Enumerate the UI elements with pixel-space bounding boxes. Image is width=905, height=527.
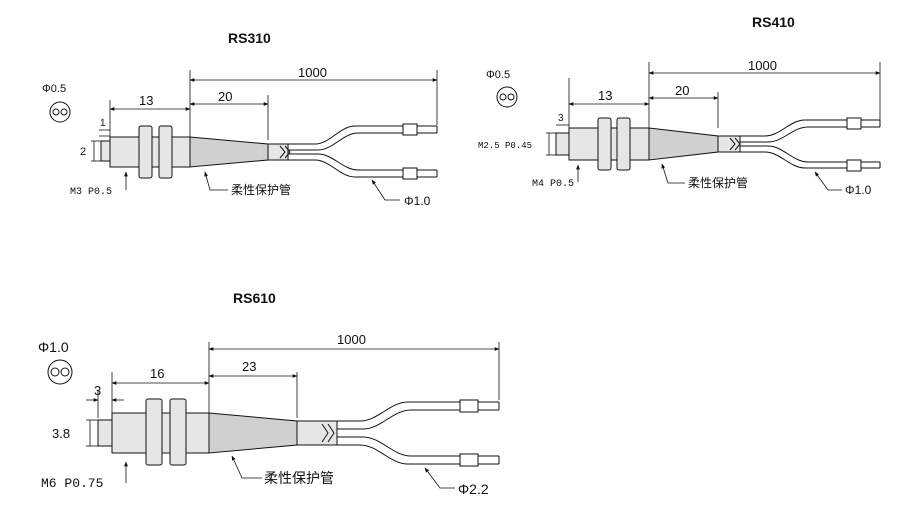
- model-title-rs410: RS410: [752, 14, 795, 30]
- fiber-end-icon: [47, 359, 73, 385]
- fiber-dia-label: Φ1.0: [845, 183, 872, 197]
- fiber-upper: [337, 401, 499, 422]
- cable-joint: [296, 420, 338, 446]
- dim-body: 13: [598, 88, 612, 103]
- fiber-end-icon: [49, 101, 71, 123]
- fiber-dia-label: Φ1.0: [404, 194, 431, 208]
- protective-hose: [648, 127, 719, 161]
- hose-label: 柔性保护管: [231, 182, 291, 197]
- thread-label: M3 P0.5: [70, 187, 112, 198]
- nut-left: [145, 398, 163, 466]
- dim-tip-len: 1: [100, 118, 106, 129]
- dim-taper: 23: [242, 359, 256, 374]
- dim-tip-dia: M2.5 P0.45: [478, 141, 532, 151]
- fiber-lower: [288, 153, 437, 171]
- cable-joint: [717, 135, 741, 153]
- dim-tip-dia: 3.8: [52, 426, 70, 441]
- sensor-tip: [555, 132, 570, 156]
- fiber-lower: [337, 436, 499, 457]
- sensor-tip: [100, 140, 111, 162]
- fiber-upper: [740, 119, 880, 137]
- dim-tip-len: 3: [94, 383, 101, 398]
- phi-label: Φ0.5: [486, 69, 510, 81]
- phi-label: Φ1.0: [38, 339, 69, 355]
- fiber-upper: [288, 125, 437, 145]
- fiber-end-icon: [496, 86, 518, 108]
- phi-label: Φ0.5: [42, 83, 66, 95]
- dim-taper: 20: [675, 83, 689, 98]
- protective-hose: [189, 136, 269, 168]
- dim-tip-dia: 2: [80, 146, 86, 158]
- hose-label: 柔性保护管: [688, 175, 748, 190]
- model-title-rs310: RS310: [228, 30, 271, 46]
- protective-hose: [208, 412, 298, 454]
- model-title-rs610: RS610: [233, 290, 276, 306]
- dim-cable: 1000: [337, 332, 366, 347]
- dim-body: 16: [150, 366, 164, 381]
- sensor-tip: [97, 419, 113, 447]
- nut-right: [158, 125, 173, 179]
- fiber-lower: [740, 145, 880, 163]
- diagram-rs310: Φ0.5: [42, 65, 438, 208]
- dim-cable: 1000: [298, 65, 327, 80]
- nut-left: [597, 117, 612, 171]
- diagram-rs410: Φ0.5 13 20 1000: [478, 58, 881, 197]
- dim-cable: 1000: [748, 58, 777, 73]
- dim-body: 13: [139, 93, 153, 108]
- nut-right: [616, 117, 631, 171]
- nut-left: [138, 125, 153, 179]
- cable-joint: [267, 143, 289, 161]
- thread-label: M4 P0.5: [532, 179, 574, 190]
- nut-right: [169, 398, 187, 466]
- thread-label: M6 P0.75: [41, 476, 103, 491]
- dim-taper: 20: [218, 89, 232, 104]
- diagram-rs610: Φ1.0 3: [38, 332, 500, 497]
- hose-label: 柔性保护管: [264, 470, 334, 486]
- dim-tip-len: 3: [558, 113, 564, 124]
- fiber-dia-label: Φ2.2: [458, 481, 489, 497]
